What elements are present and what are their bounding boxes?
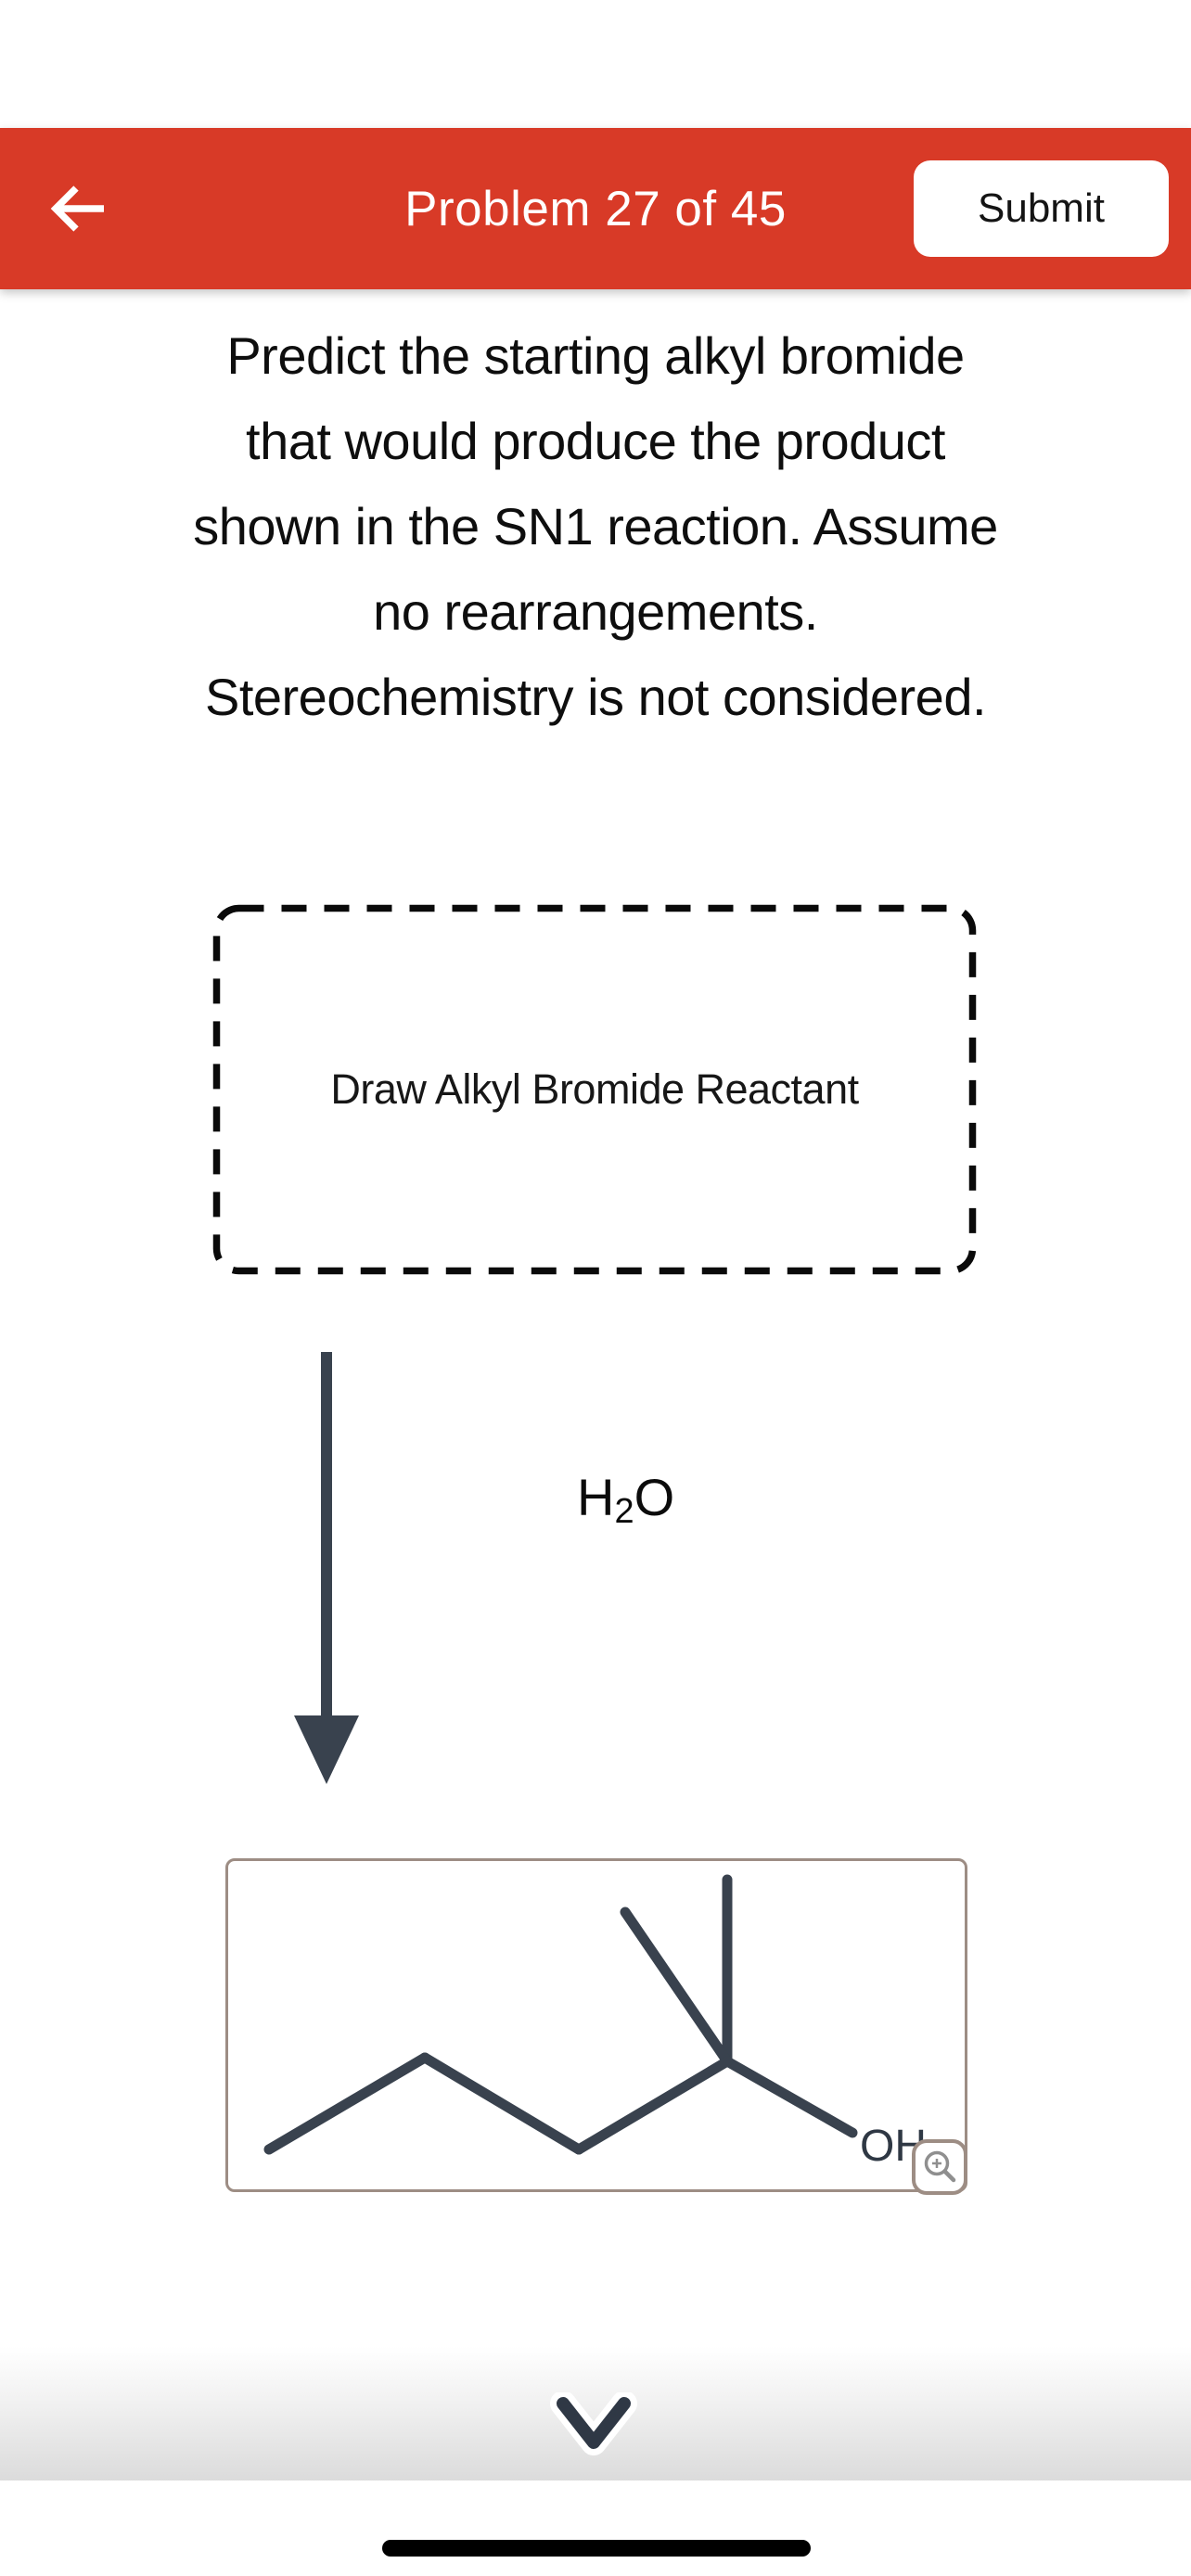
home-indicator[interactable] <box>382 2540 811 2557</box>
left-arrow-icon <box>50 185 104 232</box>
question-line: Stereochemistry is not considered. <box>204 668 987 726</box>
reagent-subscript: 2 <box>614 1492 634 1531</box>
molecule-bond <box>620 1906 733 2067</box>
page-title: Problem 27 of 45 <box>404 181 787 236</box>
bottom-sheet-edge <box>0 2346 1191 2480</box>
molecule-bond <box>722 2056 858 2138</box>
question-line: shown in the SN1 reaction. Assume <box>193 497 998 555</box>
reagent-o: O <box>634 1468 675 1526</box>
back-button[interactable] <box>46 179 111 238</box>
molecule-bond <box>573 2056 733 2155</box>
molecule-bond <box>419 2052 584 2155</box>
reaction-arrow-down-icon <box>294 1352 359 1784</box>
magnifier-plus-icon <box>924 2150 956 2183</box>
question-line: no rearrangements. <box>373 582 818 641</box>
question-text: Predict the starting alkyl bromide that … <box>39 313 1152 740</box>
product-molecule-svg: OH <box>263 1874 927 2171</box>
status-bar <box>0 0 1191 128</box>
draw-reactant-area[interactable]: Draw Alkyl Bromide Reactant <box>212 904 977 1275</box>
magnify-structure-button[interactable] <box>912 2139 967 2195</box>
molecule-bond <box>263 2052 430 2155</box>
submit-button[interactable]: Submit <box>914 160 1169 257</box>
question-line: Predict the starting alkyl bromide <box>226 326 965 385</box>
submit-label: Submit <box>978 185 1105 231</box>
collapse-sheet-button[interactable] <box>549 2391 638 2461</box>
dashed-border <box>212 904 977 1275</box>
chevron-down-icon <box>550 2391 637 2455</box>
reagent-h: H <box>577 1468 615 1526</box>
product-structure-box: OH <box>225 1858 967 2195</box>
reagent-label: H2O <box>577 1467 675 1531</box>
question-line: that would produce the product <box>246 412 945 470</box>
draw-area-placeholder: Draw Alkyl Bromide Reactant <box>330 1065 859 1113</box>
